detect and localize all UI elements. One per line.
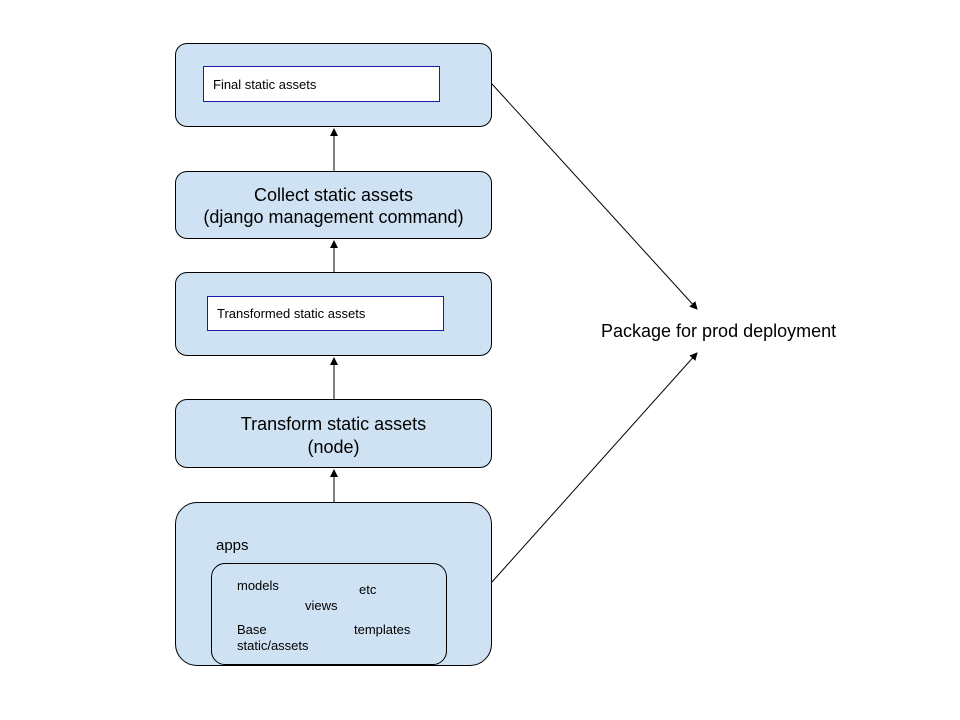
apps-box: apps models views etc Base static/assets…	[175, 502, 492, 666]
apps-item-templates: templates	[354, 622, 411, 637]
apps-item-models: models	[237, 578, 279, 593]
final-assets-label: Final static assets	[213, 76, 317, 92]
arrow-final-to-package	[491, 83, 698, 310]
apps-item-views: views	[305, 598, 338, 613]
apps-item-base-path: static/assets	[237, 638, 309, 653]
transform-assets-subtitle: (node)	[307, 437, 360, 457]
apps-item-etc: etc	[359, 582, 377, 597]
arrow-apps-to-package	[491, 352, 698, 583]
transform-assets-box: Transform static assets (node)	[175, 399, 492, 468]
apps-title: apps	[216, 537, 249, 554]
transformed-assets-label-box: Transformed static assets	[207, 296, 444, 331]
transformed-assets-label: Transformed static assets	[217, 306, 366, 321]
apps-item-base: Base	[237, 622, 267, 637]
collect-assets-box: Collect static assets (django management…	[175, 171, 492, 239]
final-assets-box: Final static assets	[175, 43, 492, 127]
collect-assets-subtitle: (django management command)	[203, 207, 464, 227]
transform-assets-title: Transform static assets	[240, 414, 427, 434]
final-assets-label-box: Final static assets	[203, 66, 440, 102]
collect-assets-title: Collect static assets	[253, 185, 414, 205]
package-label: Package for prod deployment	[601, 321, 837, 341]
transformed-assets-box: Transformed static assets	[175, 272, 492, 356]
apps-contents-box: models views etc Base static/assets temp…	[211, 563, 447, 665]
